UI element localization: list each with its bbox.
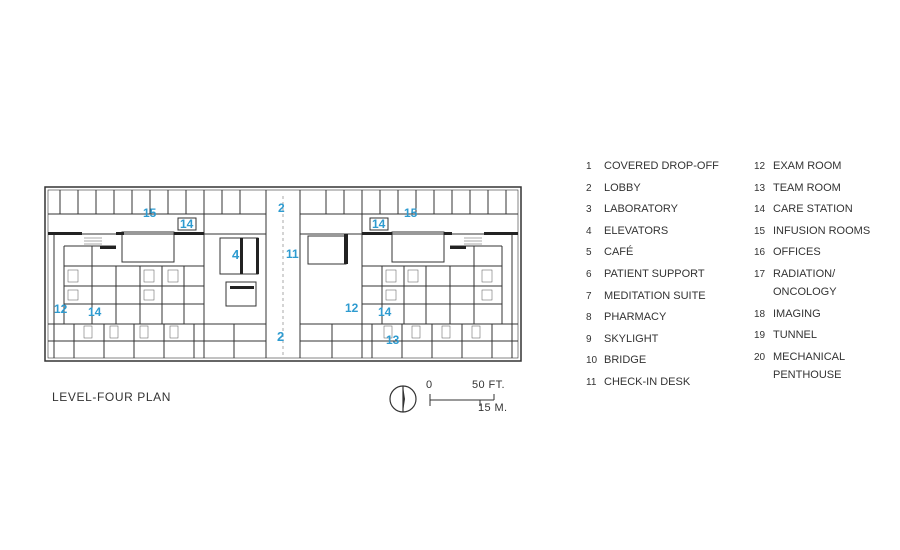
legend-label: MECHANICAL: [773, 350, 846, 363]
scale-zero: 0: [426, 379, 433, 391]
tag-lobby-bottom: 2: [277, 329, 285, 344]
legend-number: 3: [586, 204, 592, 216]
tag-check-in: 11: [286, 247, 299, 261]
legend-number: 13: [754, 182, 766, 194]
legend: 1 COVERED DROP-OFF 2 LOBBY 3 LABORATORY 4 ELEVA…: [0, 160, 900, 400]
legend-number: 4: [586, 225, 592, 237]
legend-label: OFFICES: [773, 246, 821, 259]
scale-meters: 15 M.: [478, 402, 508, 414]
legend-number: 2: [586, 182, 592, 194]
tag-care-left-top: 14: [180, 217, 194, 231]
legend-number: 5: [586, 247, 592, 259]
legend-number: 18: [754, 308, 766, 320]
tag-infusion-right: 15: [404, 206, 418, 220]
legend-number: 17: [754, 269, 766, 280]
legend-label: COVERED DROP-OFF: [604, 160, 719, 172]
legend-label: RADIATION/: [773, 268, 836, 280]
plan-title: LEVEL-FOUR PLAN: [52, 390, 172, 404]
legend-label: PENTHOUSE: [773, 368, 842, 381]
legend-number: 12: [754, 161, 766, 172]
floor-plan-drawing: [44, 186, 522, 362]
tag-lobby-top: 2: [278, 201, 285, 215]
legend-label: MEDITATION SUITE: [604, 289, 706, 302]
legend-label: PATIENT SUPPORT: [604, 268, 705, 280]
legend-label: ELEVATORS: [604, 224, 669, 237]
legend-number: 10: [586, 355, 598, 367]
legend-number: 11: [586, 377, 597, 388]
legend-label: CHECK-IN DESK: [604, 376, 691, 388]
legend-label: SKYLIGHT: [604, 332, 659, 345]
legend-number: 15: [754, 225, 766, 237]
legend-label: EXAM ROOM: [773, 160, 842, 172]
legend-label: LOBBY: [604, 181, 641, 194]
tag-infusion-left: 15: [143, 206, 157, 220]
legend-number: 1: [586, 161, 592, 172]
legend-number: 8: [586, 312, 592, 324]
scale-feet: 50 FT.: [472, 379, 505, 391]
tag-care-left-bottom: 14: [88, 305, 102, 319]
legend-label: CARE STATION: [773, 203, 853, 216]
tag-exam-left: 12: [54, 302, 68, 316]
legend-number: 14: [754, 204, 766, 216]
legend-label: IMAGING: [773, 307, 821, 320]
legend-label: INFUSION ROOMS: [773, 224, 871, 237]
legend-label: TUNNEL: [773, 329, 818, 342]
north-arrow-icon: [389, 385, 417, 413]
legend-number: 20: [754, 351, 766, 363]
legend-label: TEAM ROOM: [773, 181, 841, 194]
scale-bar: [429, 394, 495, 406]
legend-label: ONCOLOGY: [773, 286, 837, 298]
legend-label: CAFÉ: [604, 246, 634, 259]
floor-plan: 2 15 14 4 11 14 15 12 14 2 12 14 13: [44, 186, 522, 362]
legend-label: PHARMACY: [604, 311, 667, 324]
tag-exam-right: 12: [345, 301, 359, 315]
tag-team-room: 13: [386, 333, 400, 347]
legend-number: 16: [754, 247, 766, 259]
legend-number: 7: [586, 290, 592, 302]
legend-number: 6: [586, 269, 592, 280]
tag-care-right-bottom: 14: [378, 305, 392, 319]
legend-label: BRIDGE: [604, 354, 647, 367]
legend-number: 19: [754, 330, 766, 342]
legend-number: 9: [586, 333, 592, 345]
tag-care-right-top: 14: [372, 217, 386, 231]
legend-label: LABORATORY: [604, 203, 678, 216]
tag-elevators: 4: [232, 247, 240, 262]
